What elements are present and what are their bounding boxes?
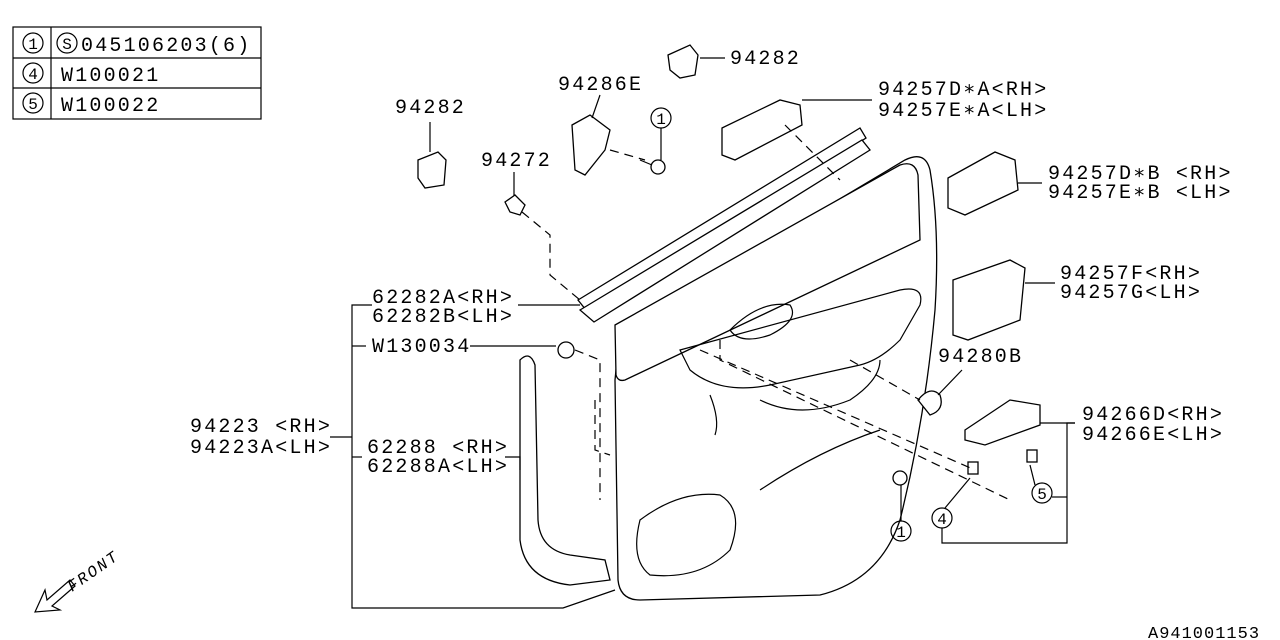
label-94223a: 94223A<LH> <box>190 437 332 460</box>
legend-ref-4: 4 <box>28 66 38 84</box>
label-94266d: 94266D<RH> <box>1082 404 1224 427</box>
cap <box>917 390 942 416</box>
leader-lines <box>330 57 1075 609</box>
label-w130034: W130034 <box>372 336 471 359</box>
legend-s-symbol: S <box>62 36 72 54</box>
label-62282b: 62282B<LH> <box>372 306 514 329</box>
legend-part-5: W100022 <box>61 95 160 118</box>
ref-circle-1-bottom: 1 <box>896 524 906 542</box>
front-label: FRONT <box>65 548 124 597</box>
label-62288a: 62288A<LH> <box>367 456 509 479</box>
legend-ref-1: 1 <box>28 36 38 54</box>
label-94257da: 94257D∗A<RH> <box>878 79 1048 102</box>
pad-b <box>947 151 1019 216</box>
clip-5 <box>1026 449 1038 463</box>
legend-part-1: 045106203(6) <box>81 35 251 58</box>
pad-f <box>952 259 1026 341</box>
clip-4 <box>967 461 979 475</box>
label-62288: 62288 <RH> <box>367 437 509 460</box>
inner-handle <box>964 399 1041 446</box>
label-94257db: 94257D∗B <RH> <box>1048 163 1233 186</box>
label-94223: 94223 <RH> <box>190 416 332 439</box>
screw-bottom <box>892 470 908 486</box>
screw-top <box>650 159 666 175</box>
label-94280b: 94280B <box>938 346 1023 369</box>
door-trim-panel <box>614 156 938 601</box>
clip-small <box>504 194 526 216</box>
bracket <box>571 114 611 176</box>
ref-circle-5: 5 <box>1037 486 1047 504</box>
label-94286e: 94286E <box>558 74 643 97</box>
ref-circle-1-top: 1 <box>656 111 666 129</box>
clip-w <box>557 341 575 359</box>
label-62282a: 62282A<RH> <box>372 287 514 310</box>
door-seal <box>519 355 611 586</box>
label-94257ea: 94257E∗A<LH> <box>878 100 1048 123</box>
label-94257f: 94257F<RH> <box>1060 263 1202 286</box>
legend-part-4: W100021 <box>61 65 160 88</box>
label-94257g: 94257G<LH> <box>1060 282 1202 305</box>
clip-top <box>667 44 699 79</box>
legend-table: 1 S 045106203(6) 4 W100021 5 W100022 <box>12 26 262 120</box>
weatherstrip <box>577 127 871 323</box>
label-94282-left: 94282 <box>395 97 466 120</box>
label-94272: 94272 <box>481 150 552 173</box>
diagram-id: A941001153 <box>1148 625 1260 640</box>
front-arrow-icon <box>34 579 76 613</box>
pad-a <box>721 99 803 161</box>
label-94266e: 94266E<LH> <box>1082 424 1224 447</box>
legend-ref-5: 5 <box>28 96 38 114</box>
ref-circle-4: 4 <box>937 511 947 529</box>
label-94282-top: 94282 <box>730 48 801 71</box>
label-94257eb: 94257E∗B <LH> <box>1048 182 1233 205</box>
clip-left <box>417 151 447 189</box>
